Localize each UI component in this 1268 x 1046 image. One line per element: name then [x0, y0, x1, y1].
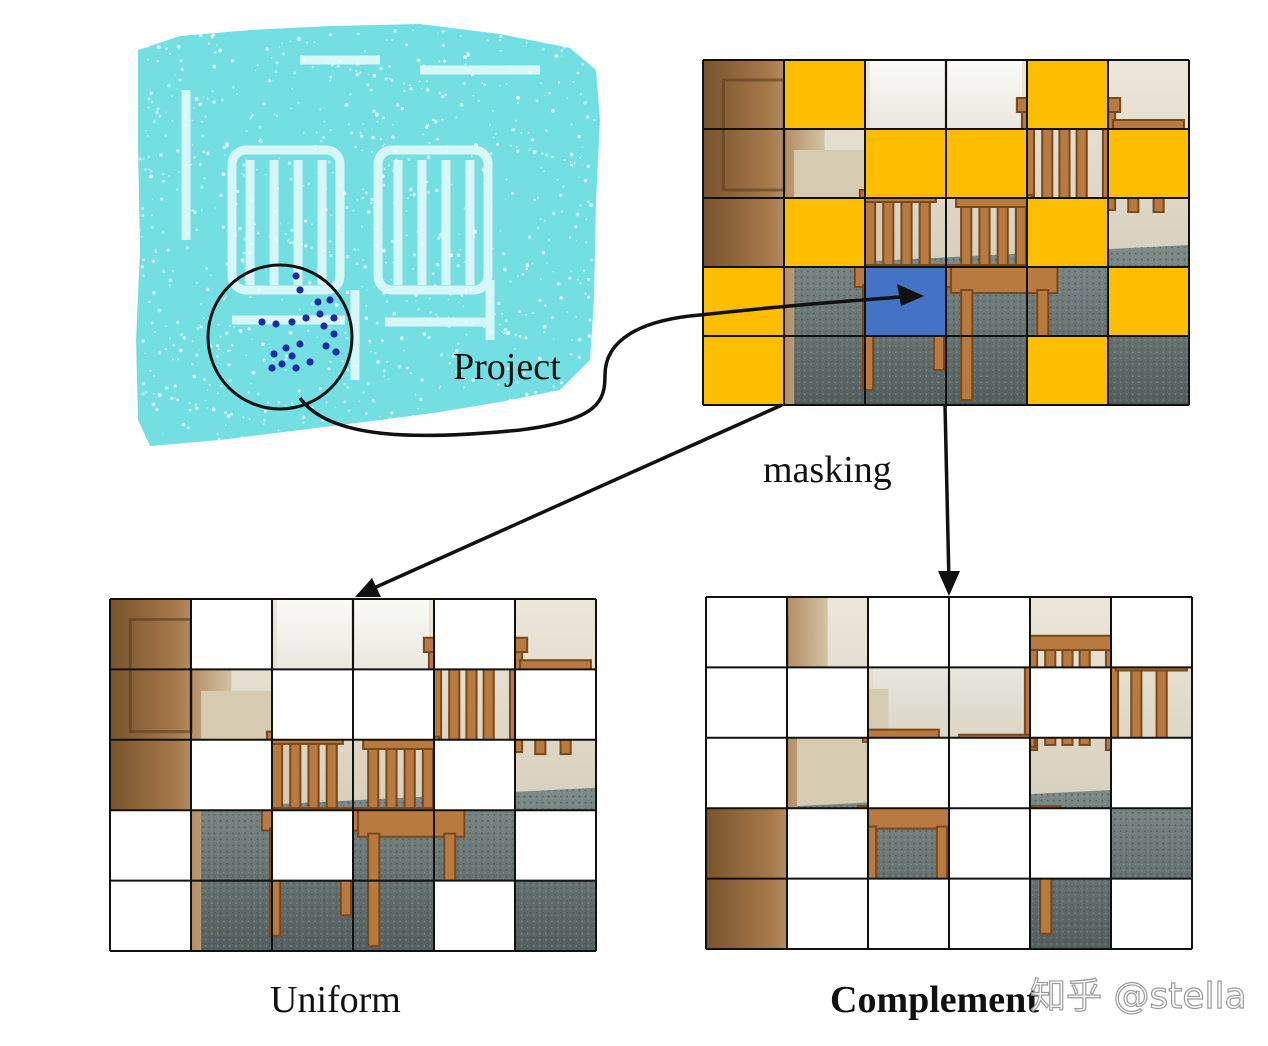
projected-point — [306, 358, 314, 366]
removed-patch — [191, 599, 272, 670]
project-arrowhead — [897, 284, 924, 306]
removed-patch — [949, 737, 1030, 809]
removed-patch — [1111, 737, 1192, 809]
removed-patch — [434, 880, 515, 951]
removed-patch — [868, 737, 949, 809]
uniform-grid — [109, 598, 597, 952]
masked-patch — [1108, 267, 1189, 336]
projected-point — [270, 350, 278, 358]
arrows — [298, 294, 951, 594]
removed-patch — [434, 599, 515, 670]
masked-patch — [784, 198, 865, 267]
projected-point — [332, 348, 340, 356]
removed-patch — [353, 669, 434, 740]
removed-patch — [868, 878, 949, 949]
projected-point-cluster — [258, 272, 340, 372]
projected-point — [314, 298, 322, 306]
removed-patch — [434, 739, 515, 811]
complement-grid — [705, 596, 1193, 950]
projected-point — [292, 364, 300, 372]
projected-point — [296, 340, 304, 348]
uniform-grid-lines — [109, 598, 597, 952]
projected-point — [316, 310, 324, 318]
complement-label: Complement — [830, 979, 1039, 1021]
masked-patch — [703, 267, 784, 336]
masked-patch — [703, 336, 784, 405]
removed-patch — [191, 739, 272, 811]
removed-patch — [1111, 597, 1192, 668]
removed-patch — [515, 669, 596, 740]
removed-patch — [706, 667, 787, 738]
removed-patch — [1030, 667, 1111, 738]
removed-patch — [706, 737, 787, 809]
removed-patch — [787, 667, 868, 738]
masked-patch — [1108, 129, 1189, 198]
complement-arrowhead — [938, 571, 960, 596]
removed-patch — [1030, 808, 1111, 879]
removed-patch — [110, 810, 191, 881]
removed-patch — [949, 808, 1030, 879]
projected-point — [296, 286, 304, 294]
selection-circle — [206, 263, 354, 411]
projected-point — [302, 314, 310, 322]
removed-patch — [787, 808, 868, 879]
removed-patch — [1111, 878, 1192, 949]
projected-point — [272, 320, 280, 328]
projected-point — [288, 352, 296, 360]
removed-patch — [949, 597, 1030, 668]
projected-point — [258, 318, 266, 326]
projected-point — [278, 360, 286, 368]
removed-patch — [272, 669, 353, 740]
projected-point — [330, 314, 338, 322]
projected-point — [330, 330, 338, 338]
removed-patch — [706, 597, 787, 668]
masked-patch — [865, 129, 946, 198]
projected-point — [288, 318, 296, 326]
complement-arrow — [943, 404, 951, 584]
projected-point — [282, 344, 290, 352]
masked-patch — [784, 60, 865, 129]
removed-patch — [110, 880, 191, 951]
projected-point — [322, 342, 330, 350]
projected-point — [292, 272, 300, 280]
masked-patch-grid — [702, 59, 1190, 406]
masking-label: masking — [763, 449, 892, 491]
projected-point — [268, 364, 276, 372]
masked-patch — [1027, 336, 1108, 405]
project-arrow — [298, 294, 916, 438]
complement-grid-lines — [705, 596, 1193, 950]
project-label: Project — [453, 346, 561, 388]
masked-patch — [1027, 198, 1108, 267]
masked-patch — [946, 129, 1027, 198]
removed-patch — [949, 878, 1030, 949]
uniform-arrowhead — [355, 578, 381, 597]
removed-patch — [272, 810, 353, 881]
uniform-label: Uniform — [270, 979, 401, 1021]
watermark: 知乎 @stella — [1030, 976, 1247, 1017]
masked-patch — [1027, 60, 1108, 129]
projected-point — [326, 296, 334, 304]
projected-point — [320, 322, 328, 330]
removed-patch — [515, 810, 596, 881]
top-grid-lines — [702, 59, 1190, 406]
arrowheads — [355, 284, 960, 597]
removed-patch — [787, 878, 868, 949]
point-cloud — [136, 24, 600, 446]
removed-patch — [868, 597, 949, 668]
uniform-arrow — [364, 403, 783, 594]
